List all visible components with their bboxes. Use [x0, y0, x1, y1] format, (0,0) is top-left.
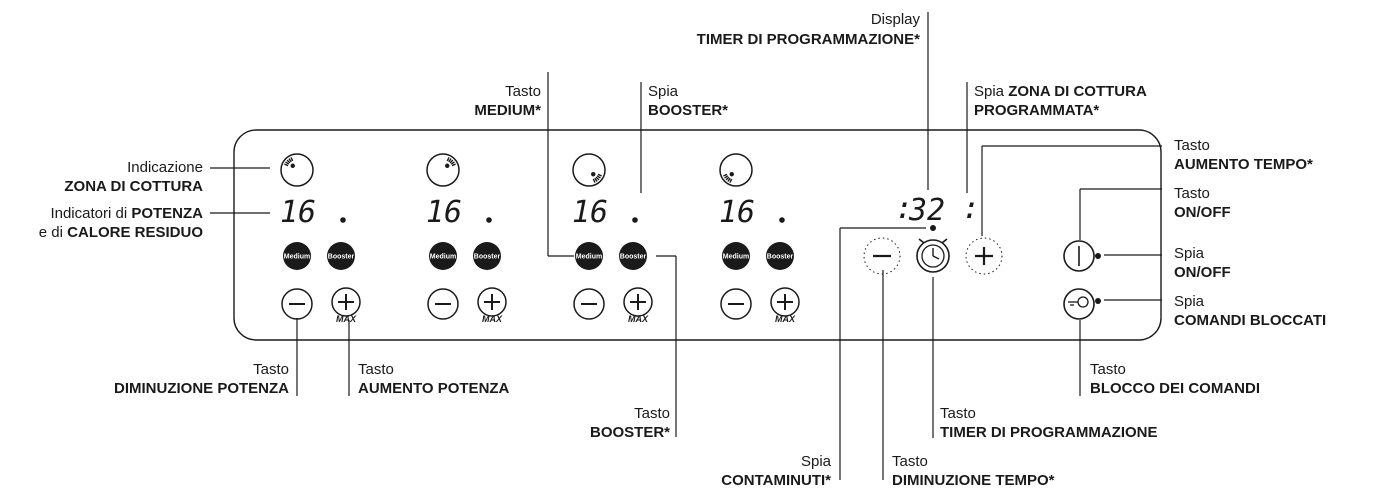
medium-button[interactable]: Medium [575, 242, 603, 270]
booster-led [779, 217, 785, 223]
booster-button[interactable]: Booster [327, 242, 355, 270]
zone-indicator-icon [719, 153, 753, 187]
power-section [1063, 240, 1101, 320]
power-display: 16 [572, 195, 608, 230]
booster-led [340, 217, 346, 223]
booster-label: Booster [474, 254, 501, 261]
booster-label: Booster [620, 254, 647, 261]
on-off-led [1095, 253, 1101, 259]
lock-button[interactable] [1063, 288, 1095, 320]
key-icon [1077, 296, 1089, 308]
label-spia-booster: Spia BOOSTER* [648, 83, 729, 119]
control-panel-outline [233, 129, 1162, 341]
power-display: 16 [426, 195, 462, 230]
label-tasto-aumento-potenza: Tasto AUMENTO POTENZA [358, 361, 510, 397]
medium-label: Medium [284, 254, 310, 261]
contaminuti-led [930, 225, 936, 231]
booster-led [632, 217, 638, 223]
label-tasto-timer: Tasto TIMER DI PROGRAMMAZIONE [940, 405, 1158, 441]
timer-display: 32 [908, 193, 945, 228]
decrease-power-button[interactable] [573, 288, 605, 320]
medium-button[interactable]: Medium [283, 242, 311, 270]
booster-button[interactable]: Booster [766, 242, 794, 270]
decrease-power-button[interactable] [720, 288, 752, 320]
label-tasto-aumento-tempo: Tasto AUMENTO TEMPO* [1174, 137, 1313, 173]
decrease-time-button[interactable] [863, 237, 901, 275]
increase-power-button[interactable]: MAX [770, 287, 800, 324]
power-display: 16 [719, 195, 755, 230]
power-display: 16 [280, 195, 316, 230]
on-off-button[interactable] [1063, 240, 1095, 272]
booster-label: Booster [328, 254, 355, 261]
increase-power-button[interactable]: MAX [331, 287, 361, 324]
booster-button[interactable]: Booster [619, 242, 647, 270]
medium-label: Medium [576, 254, 602, 261]
label-display-timer: Display [870, 11, 920, 28]
timer-button[interactable] [916, 238, 950, 273]
medium-label: Medium [430, 254, 456, 261]
label-tasto-blocco-comandi: Tasto BLOCCO DEI COMANDI [1090, 361, 1260, 397]
max-label: MAX [482, 314, 503, 324]
increase-power-button[interactable]: MAX [623, 287, 653, 324]
label-tasto-diminuzione-tempo: Tasto DIMINUZIONE TEMPO* [892, 453, 1055, 489]
lock-led [1095, 298, 1101, 304]
label-spia-zona-programmata: Spia ZONA DI COTTURA PROGRAMMATA* [974, 83, 1147, 119]
medium-button[interactable]: Medium [722, 242, 750, 270]
label-display-timer-bold: TIMER DI PROGRAMMAZIONE* [696, 31, 920, 48]
increase-time-button[interactable] [965, 237, 1003, 275]
label-tasto-diminuzione-potenza: Tasto DIMINUZIONE POTENZA [114, 361, 289, 397]
zone-indicator-icon [280, 153, 314, 187]
label-tasto-medium: Tasto MEDIUM* [474, 83, 541, 119]
increase-power-button[interactable]: MAX [477, 287, 507, 324]
timer-section: : 32 : [863, 191, 1003, 275]
label-spia-onoff: Spia ON/OFF [1174, 245, 1231, 281]
zone-indicator-icon [572, 153, 606, 187]
decrease-power-button[interactable] [281, 288, 313, 320]
timer-colon-right: : [962, 191, 980, 226]
booster-button[interactable]: Booster [473, 242, 501, 270]
label-spia-contaminuti: Spia CONTAMINUTI* [721, 453, 831, 489]
max-label: MAX [628, 314, 649, 324]
max-label: MAX [336, 314, 357, 324]
medium-button[interactable]: Medium [429, 242, 457, 270]
decrease-power-button[interactable] [427, 288, 459, 320]
max-label: MAX [775, 314, 796, 324]
medium-label: Medium [723, 254, 749, 261]
timer-colon-left: : [895, 191, 913, 226]
label-tasto-onoff: Tasto ON/OFF [1174, 185, 1231, 221]
label-tasto-booster: Tasto BOOSTER* [589, 405, 670, 441]
label-indicatori-potenza: Indicatori di POTENZA e di CALORE RESIDU… [38, 205, 203, 241]
zone-indicator-icon [426, 153, 460, 187]
label-spia-comandi-bloccati: Spia COMANDI BLOCCATI [1174, 293, 1327, 329]
label-indicazione-zona: Indicazione ZONA DI COTTURA [64, 159, 203, 195]
booster-led [486, 217, 492, 223]
booster-label: Booster [767, 254, 794, 261]
leader-lines [210, 12, 1162, 480]
